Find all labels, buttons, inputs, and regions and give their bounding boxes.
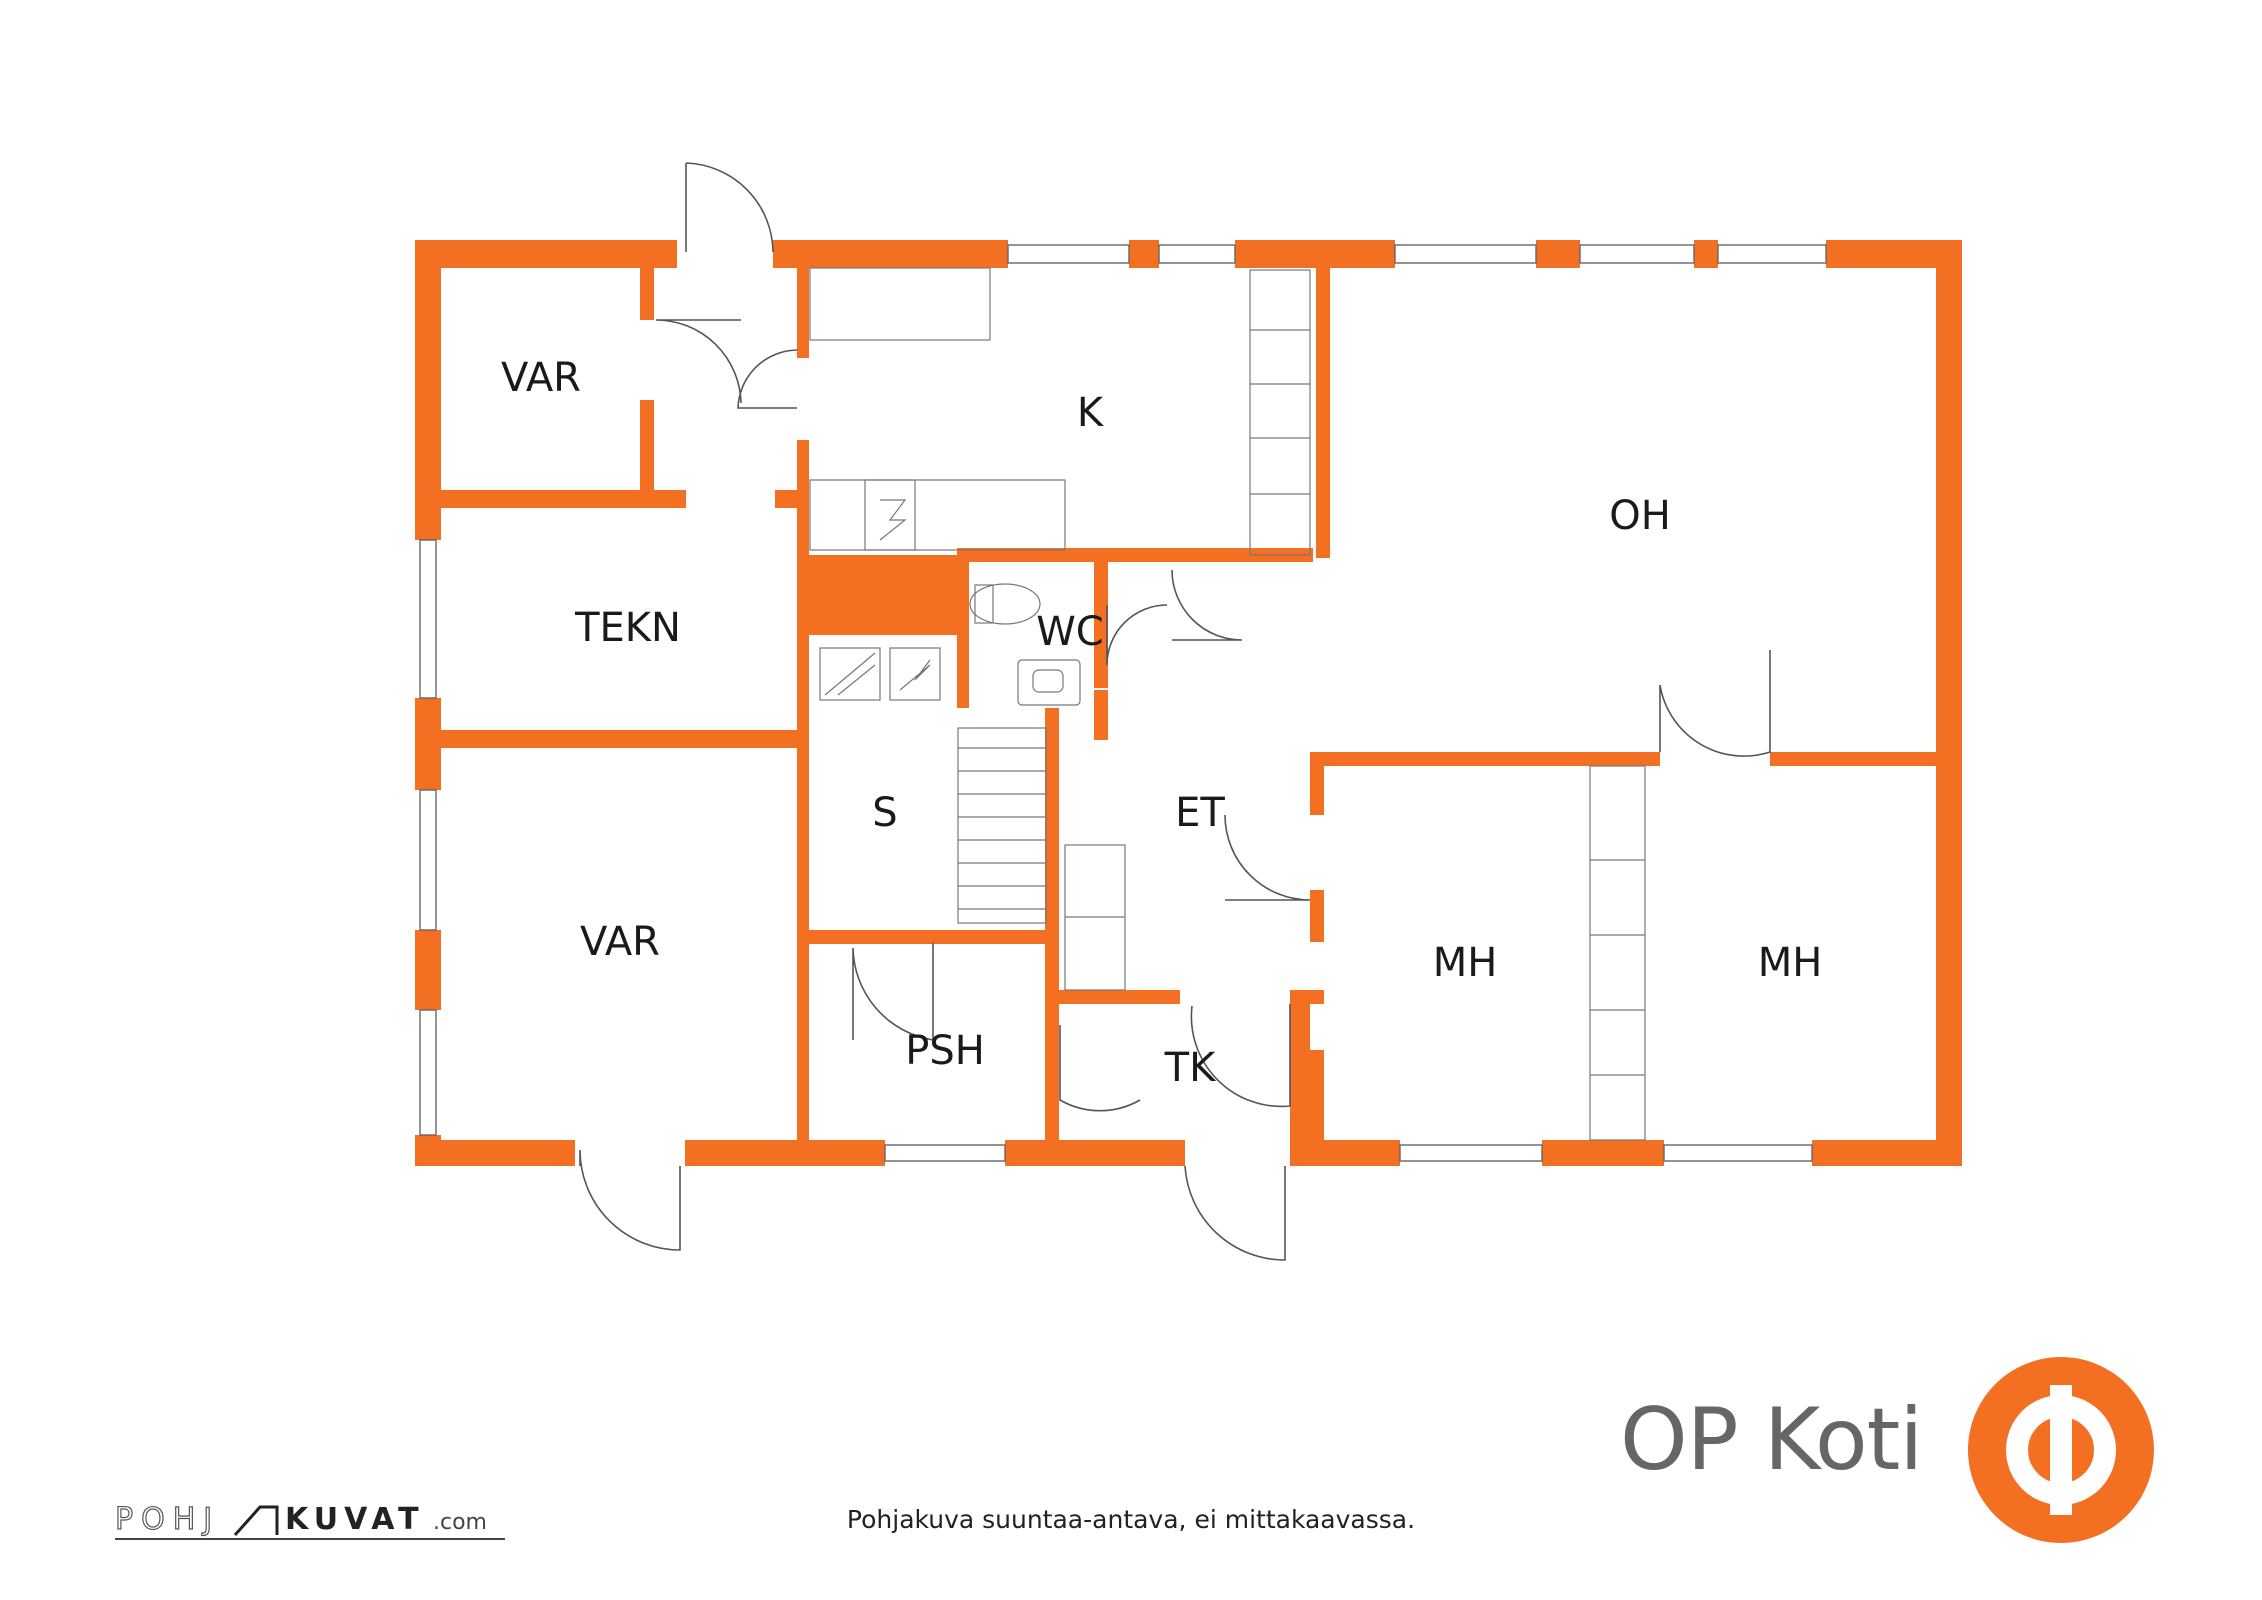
room-label-wc: WC <box>1036 609 1103 655</box>
walls <box>415 240 1962 1166</box>
pohjakuvat-watermark: POHJ KUVAT .com <box>115 1501 505 1540</box>
room-labels: VAR K OH TEKN WC S ET VAR PSH TK MH MH <box>501 355 1822 1091</box>
brand-name: OP Koti <box>1620 1390 1923 1490</box>
room-label-var-bottom: VAR <box>580 919 660 965</box>
room-label-mh-left: MH <box>1433 940 1498 986</box>
room-label-k: K <box>1077 390 1105 436</box>
room-label-tekn: TEKN <box>574 605 681 651</box>
floor-plan-caption: Pohjakuva suuntaa-antava, ei mittakaavas… <box>846 1505 1416 1534</box>
svg-text:KUVAT: KUVAT <box>285 1502 425 1537</box>
room-label-tk: TK <box>1164 1045 1217 1091</box>
room-label-mh-right: MH <box>1758 940 1823 986</box>
fixtures <box>809 267 1646 1141</box>
room-label-s: S <box>872 790 897 836</box>
room-label-psh: PSH <box>905 1028 985 1074</box>
room-label-et: ET <box>1175 790 1225 836</box>
svg-text:.com: .com <box>433 1510 487 1535</box>
doors <box>579 162 1771 1261</box>
svg-text:POHJ: POHJ <box>115 1502 220 1537</box>
op-logo-icon <box>1968 1357 2154 1543</box>
room-label-oh: OH <box>1609 493 1671 539</box>
room-label-var-top: VAR <box>501 355 581 401</box>
windows <box>419 244 1827 1162</box>
